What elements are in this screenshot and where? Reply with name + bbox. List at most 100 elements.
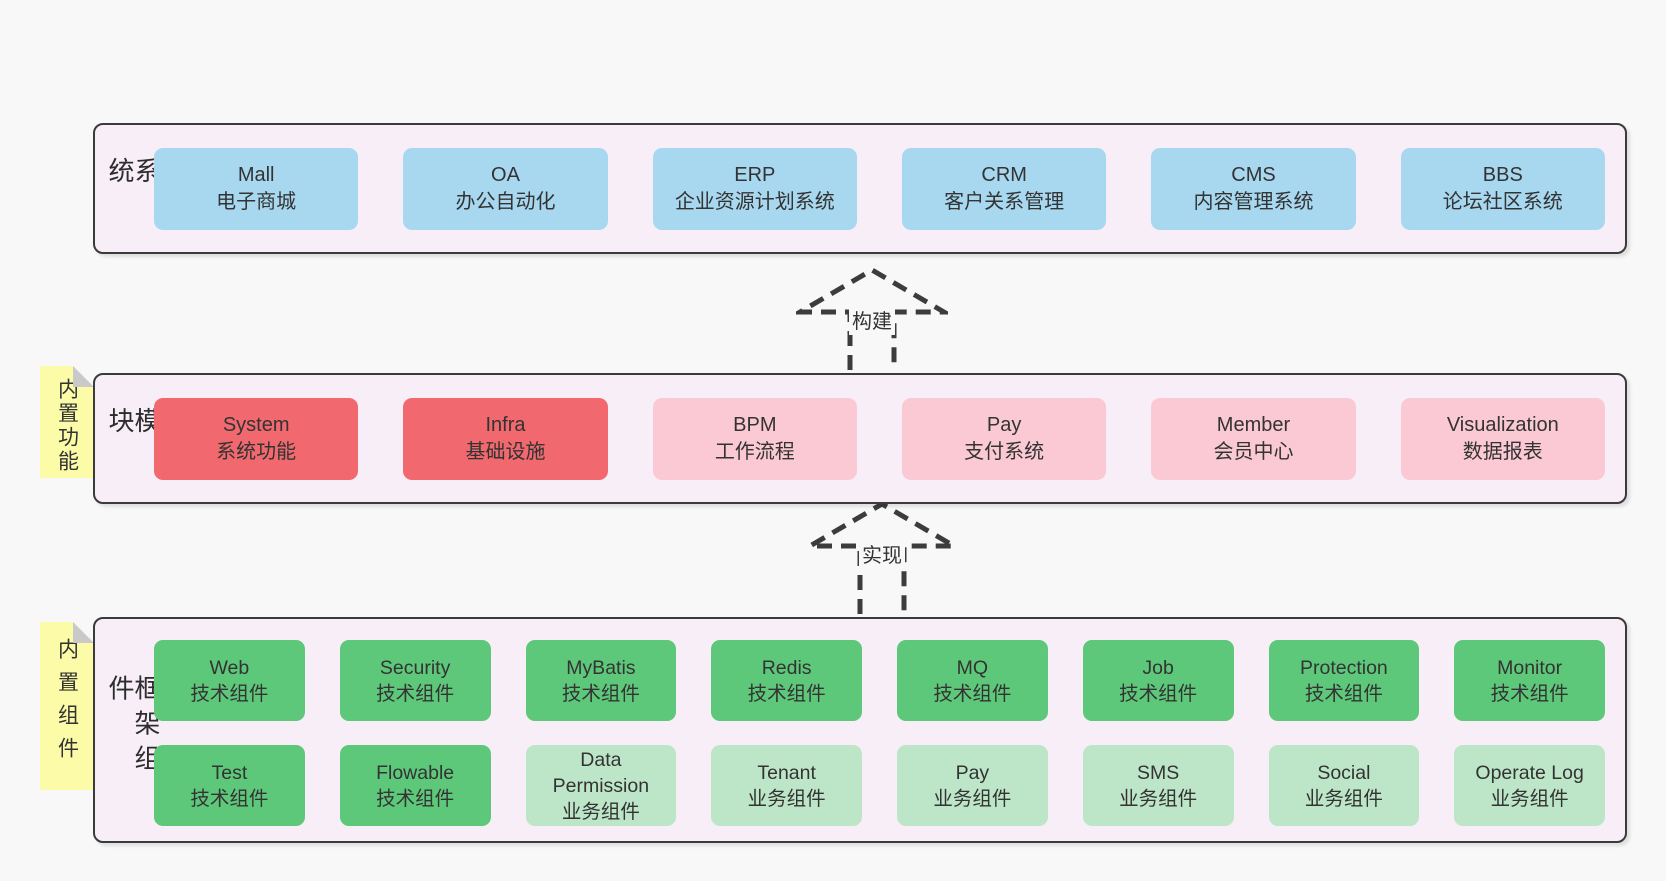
box-subtitle: 系统功能 [216,440,297,463]
build-arrow: 构建 [796,266,948,370]
box-subtitle: 电子商城 [216,190,297,213]
box-mybatis: MyBatis 技术组件 [525,640,677,721]
box-member: Member 会员中心 [1151,397,1356,480]
box-title: Flowable [376,761,455,784]
box-subtitle: 技术组件 [747,682,826,705]
box-subtitle: 论坛社区系统 [1442,190,1563,213]
box-subtitle: 基础设施 [465,440,546,463]
box-title: MQ [956,656,989,679]
box-title: SMS [1136,761,1180,784]
box-title: OA [491,163,520,186]
box-subtitle: 技术组件 [376,682,455,705]
box-web: Web 技术组件 [154,640,305,721]
box-title: System [222,413,290,436]
box-subtitle: 业务组件 [1490,787,1569,810]
box-data-permission: Data Permission 业务组件 [525,745,677,826]
box-operate-log: Operate Log 业务组件 [1454,745,1605,826]
box-erp: ERP 企业资源计划系统 [652,147,857,230]
box-job: Job 技术组件 [1082,640,1234,721]
box-monitor: Monitor 技术组件 [1454,640,1605,721]
box-subtitle: 业务组件 [1304,787,1383,810]
box-mall: Mall 电子商城 [154,147,359,230]
box-title: Web [209,656,250,679]
box-title: Infra [485,413,526,436]
box-sms: SMS 业务组件 [1082,745,1234,826]
box-subtitle: 业务组件 [561,800,640,823]
box-title: Redis [761,656,812,679]
common-box-row: System 系统功能 Infra 基础设施 BPM 工作流程 Pay 支付系统… [154,397,1605,480]
box-title: BBS [1482,163,1523,186]
box-subtitle: 技术组件 [190,787,269,810]
box-infra: Infra 基础设施 [403,397,608,480]
box-title: CMS [1231,163,1276,186]
box-title: Pay [986,413,1022,436]
box-crm: CRM 客户关系管理 [901,147,1107,230]
box-title: ERP [734,163,776,186]
framework-row-1: Web 技术组件 Security 技术组件 MyBatis 技术组件 Redi… [154,640,1605,721]
box-subtitle: 技术组件 [190,682,269,705]
box-title: Monitor [1497,656,1563,679]
box-title: BPM [733,413,777,436]
box-subtitle: 客户关系管理 [944,190,1065,213]
box-title: Social [1317,761,1371,784]
box-social: Social 业务组件 [1268,745,1420,826]
box-cms: CMS 内容管理系统 [1151,147,1356,230]
framework-grid: Web 技术组件 Security 技术组件 MyBatis 技术组件 Redi… [154,640,1605,826]
box-title: Operate Log [1475,761,1584,784]
box-subtitle: 技术组件 [376,787,455,810]
common-modules-panel: 通用模块 System 系统功能 Infra 基础设施 BPM 工作流程 Pay… [93,373,1627,504]
box-bpm: BPM 工作流程 [652,397,857,480]
box-security: Security 技术组件 [339,640,491,721]
box-subtitle: 技术组件 [1304,682,1383,705]
box-visualization: Visualization 数据报表 [1400,397,1605,480]
box-subtitle: 技术组件 [933,682,1012,705]
sticky-tab-label: 内置功能 [55,378,79,474]
box-mq: MQ 技术组件 [897,640,1048,721]
box-title: Pay [955,761,990,784]
box-subtitle: 业务组件 [1119,787,1198,810]
box-title: Protection [1299,656,1388,679]
box-subtitle: 会员中心 [1213,440,1294,463]
box-oa: OA 办公自动化 [403,147,608,230]
box-flowable: Flowable 技术组件 [339,745,491,826]
box-system: System 系统功能 [154,397,359,480]
box-title: Security [379,656,451,679]
box-subtitle: 内容管理系统 [1193,190,1314,213]
framework-row-2: Test 技术组件 Flowable 技术组件 Data Permission … [154,745,1605,826]
sticky-tab-builtin-components: 内置组件 [40,622,94,790]
box-title: CRM [981,163,1027,186]
box-pay-component: Pay 业务组件 [897,745,1048,826]
side-label-framework-components: 框架组件 [105,674,161,780]
box-protection: Protection 技术组件 [1268,640,1420,721]
business-systems-panel: 业务系统 Mall 电子商城 OA 办公自动化 ERP 企业资源计划系统 CRM… [93,123,1627,254]
box-bbs: BBS 论坛社区系统 [1400,147,1605,230]
box-title: Visualization [1446,413,1559,436]
box-title: Test [211,761,248,784]
box-title: Tenant [757,761,816,784]
implement-arrow: 实现 [806,500,958,614]
box-subtitle: 企业资源计划系统 [674,190,835,213]
box-tenant: Tenant 业务组件 [711,745,862,826]
box-test: Test 技术组件 [154,745,305,826]
box-title: Data Permission [552,748,650,797]
box-title: Mall [237,163,275,186]
box-subtitle: 业务组件 [747,787,826,810]
arrow-label-implement: 实现 [859,538,905,569]
box-title: Job [1142,656,1174,679]
box-subtitle: 办公自动化 [455,190,556,213]
box-redis: Redis 技术组件 [711,640,862,721]
framework-components-panel: 框架组件 Web 技术组件 Security 技术组件 MyBatis 技术组件… [93,617,1627,843]
dashed-up-arrow-icon [806,501,958,614]
box-title: Member [1216,413,1291,436]
business-box-row: Mall 电子商城 OA 办公自动化 ERP 企业资源计划系统 CRM 客户关系… [154,147,1605,230]
box-subtitle: 技术组件 [561,682,640,705]
arrow-label-build: 构建 [849,304,895,335]
box-subtitle: 技术组件 [1490,682,1569,705]
box-subtitle: 支付系统 [964,440,1045,463]
box-subtitle: 技术组件 [1119,682,1198,705]
box-pay-module: Pay 支付系统 [901,397,1107,480]
box-title: MyBatis [566,656,636,679]
box-subtitle: 工作流程 [714,440,795,463]
box-subtitle: 数据报表 [1462,440,1543,463]
